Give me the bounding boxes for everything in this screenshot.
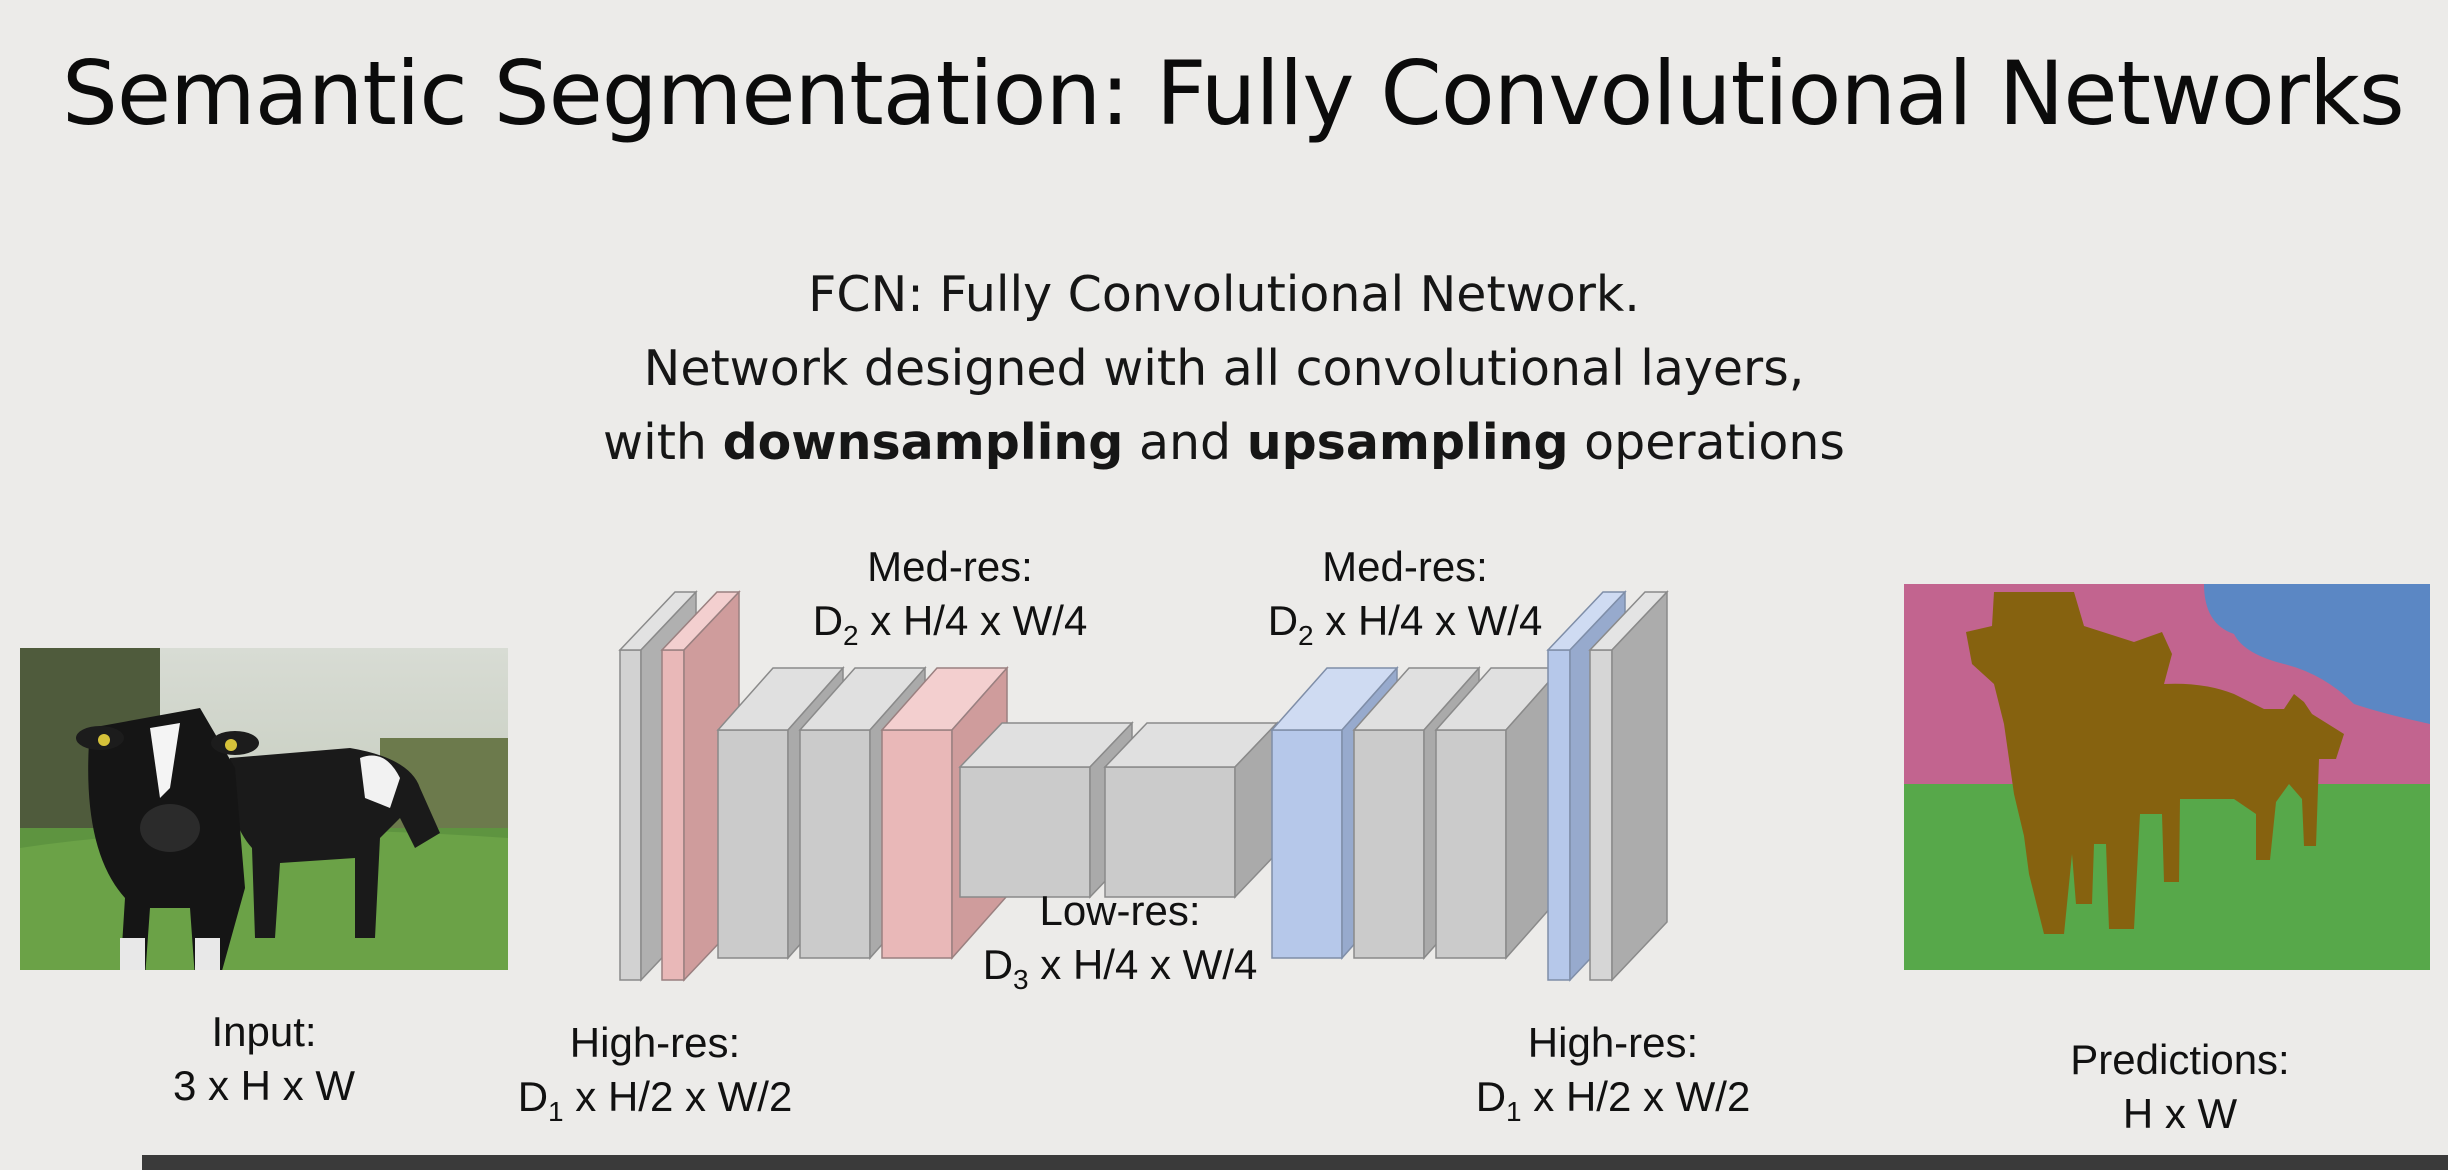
layer-box-med-res-right-3	[1434, 666, 1563, 960]
predictions-label: Predictions: H x W	[1980, 1033, 2380, 1141]
med-res-right-d: D	[1267, 597, 1299, 644]
med-res-right-dims: x H/4 x W/4	[1313, 597, 1543, 644]
layer-box-low-res-1	[958, 721, 1134, 899]
layer-slab-high-res-right-2	[1588, 590, 1669, 982]
high-res-left-d: D	[517, 1073, 549, 1120]
predictions-label-name: Predictions:	[2070, 1036, 2290, 1083]
input-label: Input: 3 x H x W	[114, 1005, 414, 1113]
med-res-left-label: Med-res: D2 x H/4 x W/4	[750, 540, 1150, 651]
subtitle-line-1: FCN: Fully Convolutional Network.	[808, 266, 1640, 323]
prediction-image	[1904, 584, 2430, 970]
high-res-right-d: D	[1475, 1073, 1507, 1120]
predictions-label-dims: H x W	[2122, 1090, 2238, 1137]
med-res-right-label-dims: D2 x H/4 x W/4	[1205, 594, 1605, 651]
low-res-label-dims: D3 x H/4 x W/4	[920, 938, 1320, 995]
subtitle-bold-downsampling: downsampling	[722, 414, 1124, 471]
slide-title: Semantic Segmentation: Fully Convolution…	[62, 42, 2405, 145]
high-res-right-label-name: High-res:	[1527, 1019, 1699, 1066]
low-res-dims: x H/4 x W/4	[1028, 941, 1258, 988]
input-label-dims: 3 x H x W	[172, 1062, 355, 1109]
video-player-bar	[142, 1155, 2448, 1170]
high-res-right-label: High-res: D1 x H/2 x W/2	[1413, 1016, 1813, 1127]
med-res-left-label-name: Med-res:	[867, 543, 1033, 590]
low-res-sub: 3	[1013, 964, 1029, 995]
low-res-label: Low-res: D3 x H/4 x W/4	[920, 884, 1320, 995]
layer-box-low-res-2	[1103, 721, 1279, 899]
med-res-right-sub: 2	[1298, 620, 1314, 651]
low-res-label-name: Low-res:	[1039, 887, 1201, 934]
high-res-left-sub: 1	[548, 1096, 564, 1127]
input-image	[20, 648, 508, 970]
subtitle-bold-upsampling: upsampling	[1246, 414, 1569, 471]
high-res-right-sub: 1	[1506, 1096, 1522, 1127]
med-res-left-label-dims: D2 x H/4 x W/4	[750, 594, 1150, 651]
med-res-left-sub: 2	[843, 620, 859, 651]
low-res-d: D	[982, 941, 1014, 988]
subtitle-text-and: and	[1123, 414, 1247, 471]
high-res-left-label-name: High-res:	[569, 1019, 741, 1066]
high-res-left-dims: x H/2 x W/2	[563, 1073, 793, 1120]
med-res-right-label: Med-res: D2 x H/4 x W/4	[1205, 540, 1605, 651]
subtitle-line-3: with downsampling and upsampling operati…	[0, 406, 2448, 480]
med-res-left-dims: x H/4 x W/4	[858, 597, 1088, 644]
high-res-left-label: High-res: D1 x H/2 x W/2	[455, 1016, 855, 1127]
input-label-name: Input:	[211, 1008, 317, 1055]
subtitle-text-with: with	[603, 414, 723, 471]
subtitle-line-2: Network designed with all convolutional …	[643, 340, 1805, 397]
med-res-left-d: D	[812, 597, 844, 644]
high-res-right-dims: x H/2 x W/2	[1521, 1073, 1751, 1120]
high-res-left-label-dims: D1 x H/2 x W/2	[455, 1070, 855, 1127]
fcn-network-diagram	[618, 590, 1669, 982]
med-res-right-label-name: Med-res:	[1322, 543, 1488, 590]
subtitle-text-operations: operations	[1568, 414, 1845, 471]
slide-subtitle: FCN: Fully Convolutional Network. Networ…	[0, 258, 2448, 480]
high-res-right-label-dims: D1 x H/2 x W/2	[1413, 1070, 1813, 1127]
